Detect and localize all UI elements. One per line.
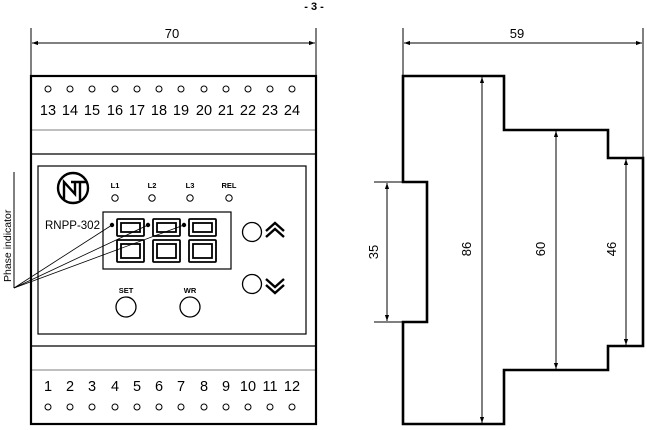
terminal-number: 21 [218,103,234,119]
seven-segment-digits [116,218,217,263]
set-button-label: SET [119,286,134,295]
chevron-down-icon [265,278,285,295]
terminal-hole [288,85,296,93]
bottom-terminal-holes [44,403,296,411]
terminal-number: 20 [196,103,212,119]
top-terminal-holes [44,85,296,93]
terminal-hole [222,403,230,411]
front-width-dimension: 70 [30,26,317,76]
dim-60-label: 60 [533,242,548,256]
terminal-number: 3 [88,379,96,395]
set-button[interactable] [115,296,137,318]
side-view: 59 35 86 60 46 [366,26,645,426]
terminal-hole [133,85,141,93]
dim-86-label: 86 [459,242,474,256]
terminal-hole [177,85,185,93]
terminal-hole [177,403,185,411]
terminal-number: 13 [40,103,56,119]
indicator-label-l3: L3 [186,181,195,190]
terminal-hole [66,403,74,411]
dim-46: 46 [604,159,629,345]
terminal-hole [44,403,52,411]
terminal-number: 10 [240,379,256,395]
up-button[interactable] [241,221,263,243]
terminal-hole [111,403,119,411]
terminal-number: 24 [284,103,300,119]
terminal-hole [155,85,163,93]
terminal-number: 1 [44,379,52,395]
phase-indicator-label: Phase indicator [2,209,14,282]
led-l2 [148,194,156,202]
terminal-hole [88,85,96,93]
housing-outline [29,74,318,426]
wr-button-label: WR [184,286,197,295]
terminal-number: 12 [284,379,300,395]
terminal-hole [288,403,296,411]
model-name: RNPP-302 [45,220,100,232]
terminal-hole [111,85,119,93]
display-window [102,211,232,270]
terminal-number: 16 [107,103,123,119]
terminal-hole [244,85,252,93]
terminal-number: 11 [262,379,277,395]
terminal-number: 22 [240,103,256,119]
terminal-number: 6 [155,379,163,395]
bottom-terminal-numbers: 1 2 3 4 5 6 7 8 9 10 11 12 [44,379,300,395]
terminal-hole [266,85,274,93]
front-panel [37,165,307,335]
terminal-hole [44,85,52,93]
indicator-label-l1: L1 [111,181,120,190]
terminal-hole [133,403,141,411]
terminal-number: 7 [177,379,185,395]
terminal-number: 15 [84,103,100,119]
terminal-number: 9 [222,379,230,395]
front-view: 70 13 14 15 16 17 [2,26,318,426]
dim-35-label: 35 [366,245,381,259]
terminal-number: 19 [173,103,189,119]
terminal-number: 17 [129,103,145,119]
terminal-number: 23 [262,103,278,119]
top-terminal-numbers: 13 14 15 16 17 18 19 20 21 22 23 24 [40,103,300,119]
indicator-label-l2: L2 [148,181,157,190]
nt-logo-icon [56,171,90,205]
chevron-up-icon [265,221,285,238]
down-button[interactable] [241,273,263,295]
side-width-dimension: 59 [402,26,644,158]
page-number: - 3 - [304,1,324,13]
terminal-hole [155,403,163,411]
terminal-hole [200,85,208,93]
terminal-number: 14 [62,103,78,119]
terminal-number: 8 [200,379,208,395]
dim-60: 60 [533,131,559,369]
side-profile-outline [401,74,645,426]
terminal-hole [222,85,230,93]
front-width-label: 70 [165,26,179,41]
indicator-label-rel: REL [222,181,237,190]
dim-46-label: 46 [604,242,619,256]
phase-indicator-callout: Phase indicator [2,172,185,289]
terminal-hole [88,403,96,411]
terminal-hole [200,403,208,411]
terminal-number: 2 [66,379,74,395]
led-rel [225,194,233,202]
terminal-hole [266,403,274,411]
terminal-number: 4 [111,379,119,395]
terminal-number: 5 [133,379,141,395]
terminal-hole [66,85,74,93]
side-width-label: 59 [510,26,524,41]
dim-35: 35 [366,181,403,323]
wr-button[interactable] [179,296,201,318]
terminal-hole [244,403,252,411]
terminal-number: 18 [151,103,167,119]
dim-86: 86 [459,77,485,423]
led-l1 [111,194,119,202]
led-l3 [186,194,194,202]
